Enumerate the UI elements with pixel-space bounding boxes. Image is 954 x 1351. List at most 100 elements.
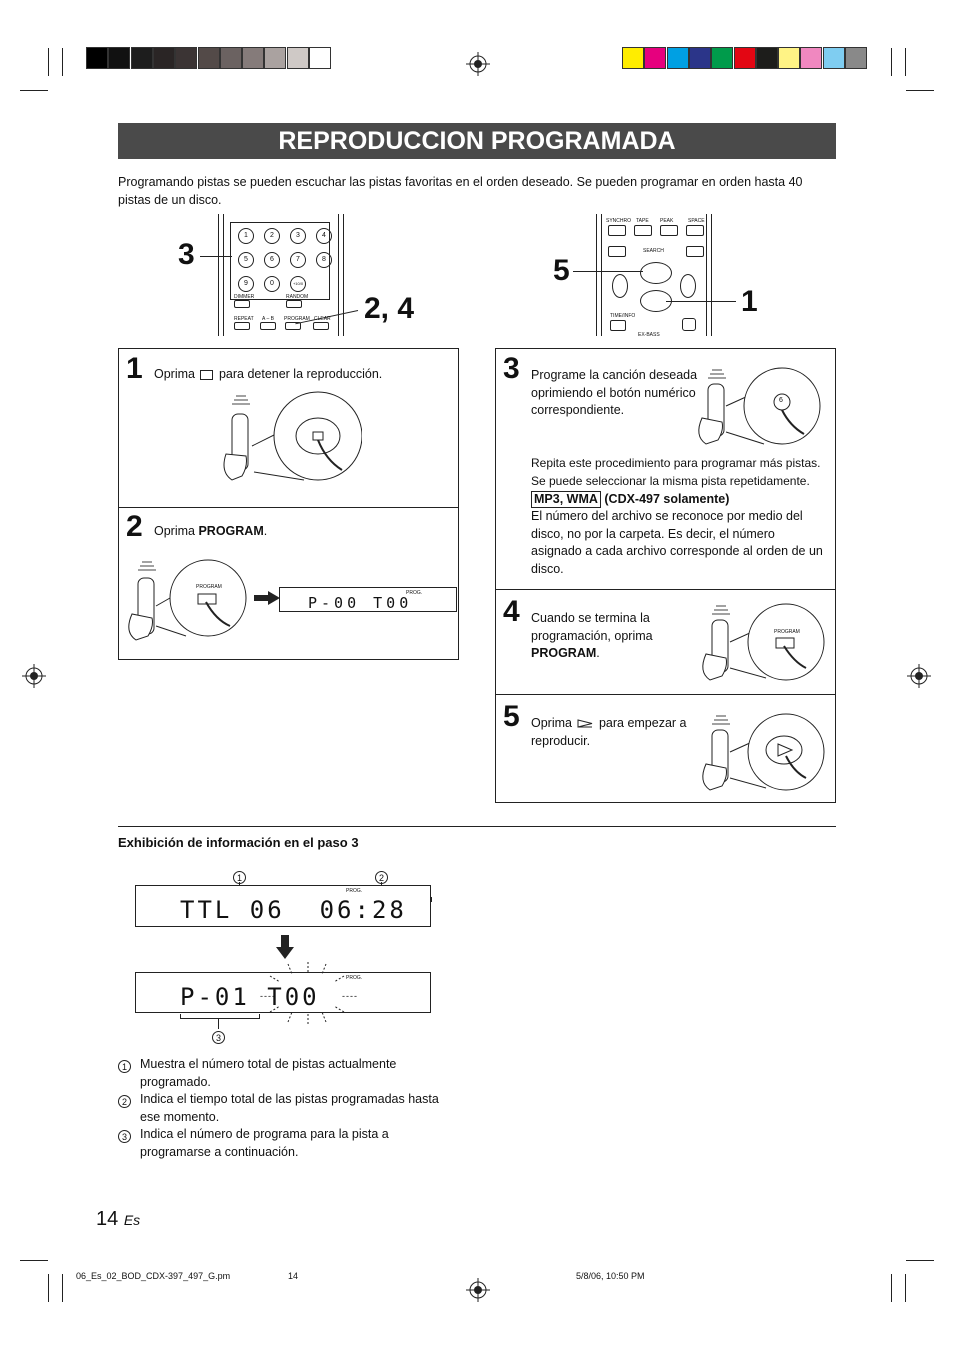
space-label: SPACE — [688, 218, 705, 224]
dimmer-label: DIMMER — [234, 294, 255, 300]
color-swatch — [755, 47, 778, 69]
remote-transport-illustration: SYNCHRO TAPE PEAK SPACE SEARCH TIME/INFO… — [596, 214, 712, 338]
clear-label: CLEAR — [314, 316, 331, 322]
space-button[interactable] — [686, 225, 704, 236]
color-swatch — [644, 47, 667, 69]
page-number: 14 Es — [96, 1208, 141, 1230]
step-2-text: Oprima PROGRAM. — [154, 524, 268, 538]
search-label: SEARCH — [643, 248, 664, 254]
numeric-key-7[interactable]: 7 — [290, 252, 306, 268]
crop-mark — [48, 48, 49, 76]
info-lcd-total-text: TTL 06 06:28 — [180, 896, 407, 924]
page-title: REPRODUCCION PROGRAMADA — [118, 123, 836, 159]
color-swatch — [286, 47, 309, 69]
step-3-text: Programe la canción deseada oprimiendo e… — [531, 368, 698, 417]
callout-2-4: 2, 4 — [364, 292, 415, 325]
skip-back-button[interactable] — [612, 274, 628, 298]
step-2-lcd-display: P-00 T00 PROG. — [279, 587, 457, 612]
search-forward-button[interactable] — [686, 246, 704, 257]
arrow-down-icon — [276, 935, 294, 959]
numeric-key-9[interactable]: 9 — [238, 276, 254, 292]
step-1-number: 1 — [126, 352, 143, 385]
crop-mark — [906, 1260, 934, 1261]
color-swatch — [264, 47, 287, 69]
step-3-number: 3 — [503, 352, 520, 385]
step-2-number: 2 — [126, 510, 143, 543]
numeric-key-11[interactable]: +10/0 — [290, 276, 306, 292]
hand-remote-play-icon — [702, 713, 825, 791]
crop-mark — [905, 48, 906, 76]
info-lcd1-prog-badge: PROG. — [346, 888, 363, 894]
intro-text: Programando pistas se pueden escuchar la… — [118, 175, 803, 207]
step-5-text: Oprima para empezar a reproducir. — [531, 716, 687, 748]
numeric-key-10[interactable]: 0 — [264, 276, 280, 292]
color-swatch — [108, 47, 131, 69]
note-3: 3 Indica el número de programa para la p… — [118, 1126, 458, 1161]
ab-label: A – B — [262, 316, 274, 322]
numeric-key-6-label: 6 — [779, 397, 783, 404]
color-swatch — [778, 47, 801, 69]
step-3-mp3-heading: MP3, WMA (CDX-497 solamente) — [531, 491, 829, 509]
color-swatch — [219, 47, 242, 69]
crop-mark — [48, 1274, 49, 1302]
color-swatch — [800, 47, 823, 69]
play-symbol-icon — [577, 719, 593, 728]
info-lcd-dash-right: ---- — [342, 991, 358, 1001]
timeinfo-button[interactable] — [610, 320, 626, 331]
synchro-label: SYNCHRO — [606, 218, 632, 224]
info-lcd-dash-left: ---- — [260, 991, 276, 1001]
peak-button[interactable] — [660, 225, 678, 236]
tape-button[interactable] — [634, 225, 652, 236]
hand-remote-program-icon — [702, 603, 825, 681]
dimmer-button[interactable] — [234, 300, 250, 308]
step-2-program-label: PROGRAM — [196, 584, 222, 590]
crop-mark — [891, 48, 892, 76]
color-swatch — [822, 47, 845, 69]
language-code: Es — [123, 1212, 141, 1228]
numeric-key-1[interactable]: 1 — [238, 228, 254, 244]
crop-mark — [62, 1274, 63, 1302]
numeric-key-2[interactable]: 2 — [264, 228, 280, 244]
color-swatch — [688, 47, 711, 69]
stop-symbol-icon — [200, 369, 214, 380]
color-swatch — [197, 47, 220, 69]
step-3-mp3-text: El número del archivo se reconoce por me… — [531, 509, 823, 576]
step-box-left — [118, 348, 459, 660]
numeric-key-3[interactable]: 3 — [290, 228, 306, 244]
numeric-key-8[interactable]: 8 — [316, 252, 332, 268]
registration-mark-icon — [22, 664, 46, 688]
color-swatch — [622, 47, 644, 69]
step-4-text: Cuando se termina la programación, oprim… — [531, 611, 653, 660]
registration-mark-icon — [466, 1278, 490, 1302]
color-swatch — [845, 47, 867, 69]
program-button[interactable] — [285, 322, 301, 330]
info-lcd-program: P-01 T00 ---- ---- PROG. — [135, 972, 431, 1013]
repeat-button[interactable] — [234, 322, 250, 330]
play-button[interactable] — [640, 262, 672, 284]
color-swatch — [175, 47, 198, 69]
ab-button[interactable] — [260, 322, 276, 330]
info-lcd2-prog-badge: PROG. — [346, 975, 363, 981]
crop-mark — [891, 1274, 892, 1302]
info-lcd-total: TTL 06 06:28 PROG. — [135, 885, 431, 927]
step-1-text: Oprima para detener la reproducción. — [154, 367, 383, 381]
numeric-key-4[interactable]: 4 — [316, 228, 332, 244]
clear-button[interactable] — [313, 322, 329, 330]
numeric-key-6[interactable]: 6 — [264, 252, 280, 268]
timeinfo-label: TIME/INFO — [610, 313, 636, 319]
numeric-key-5[interactable]: 5 — [238, 252, 254, 268]
color-swatch — [130, 47, 153, 69]
info-lcd-program-text: P-01 T00 — [180, 983, 320, 1011]
random-button[interactable] — [286, 300, 302, 308]
color-swatch — [242, 47, 265, 69]
registration-mark-icon — [466, 52, 490, 76]
mp3-wma-tag: MP3, WMA — [531, 491, 601, 508]
step-4-number: 4 — [503, 595, 520, 628]
synchro-button[interactable] — [608, 225, 626, 236]
peak-label: PEAK — [660, 218, 674, 224]
crop-mark — [906, 90, 934, 91]
search-back-button[interactable] — [608, 246, 626, 257]
extra-button[interactable] — [682, 318, 696, 331]
skip-forward-button[interactable] — [680, 274, 696, 298]
